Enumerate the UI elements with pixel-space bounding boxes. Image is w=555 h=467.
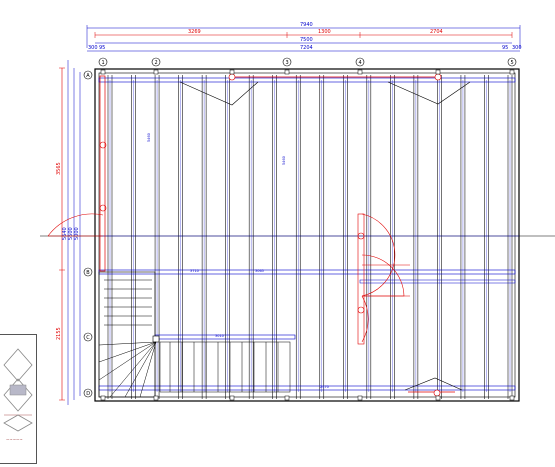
anchor-mark — [357, 69, 363, 75]
dim-left-blue-2: 5500 — [68, 227, 74, 240]
anchor-mark — [153, 69, 159, 75]
svg-text:4: 4 — [359, 60, 362, 66]
anchor-mark — [509, 69, 515, 75]
joist — [460, 75, 466, 399]
row-axis-d: D — [83, 388, 93, 398]
svg-text:A: A — [86, 73, 90, 79]
col-axis-1: 1 — [98, 57, 108, 67]
svg-text:~~~~~: ~~~~~ — [6, 437, 23, 442]
dim-inner: 7204 — [300, 45, 313, 51]
dim-left-blue-3: 5000 — [74, 227, 80, 240]
anchor-mark — [435, 69, 441, 75]
dim-left-blue-1: 5640 — [62, 227, 68, 240]
joist — [319, 75, 325, 399]
dim-right-small2: 300 — [512, 45, 522, 51]
label-beam-2: 3065 — [255, 269, 264, 273]
dim-red-1: 3269 — [188, 29, 201, 35]
label-beam-1: 3710 — [190, 269, 199, 273]
anchor-marks — [100, 69, 515, 401]
anchor-mark — [100, 69, 106, 75]
dim-left-red-2: 2155 — [56, 327, 62, 340]
joist — [272, 75, 277, 399]
row-axis-b: B — [83, 267, 93, 277]
stamp-logo: ~~~~~ — [3, 348, 33, 442]
svg-text:D: D — [86, 391, 90, 397]
dim-left-small2: 95 — [99, 45, 105, 51]
label-joist-2: 5460 — [282, 156, 286, 165]
horizontal-beams — [98, 77, 519, 391]
stair — [98, 271, 291, 398]
svg-text:1: 1 — [102, 60, 105, 66]
dim-right-small: 95 — [502, 45, 508, 51]
building-outline — [40, 68, 555, 402]
left-dimension-chains: 3565 2155 5640 5500 5000 — [56, 60, 81, 405]
dim-mid: 7500 — [300, 37, 313, 43]
dim-red-3: 2704 — [430, 29, 443, 35]
label-beam-4: 2470 — [320, 385, 329, 389]
anchor-mark — [509, 395, 515, 401]
label-beam-3: 3010 — [215, 334, 224, 338]
roof-lines — [179, 81, 471, 391]
svg-text:B: B — [86, 270, 90, 276]
joist — [225, 75, 230, 399]
dim-left-small: 300 — [88, 45, 98, 51]
svg-text:C: C — [86, 335, 90, 341]
joist — [413, 75, 419, 399]
joist — [201, 75, 207, 399]
joists — [107, 75, 513, 399]
anchor-mark — [100, 395, 106, 401]
col-axis-5: 5 — [507, 57, 517, 67]
anchor-mark — [229, 395, 235, 401]
row-axis-c: C — [83, 332, 93, 342]
joist — [107, 75, 113, 399]
col-axis-3: 3 — [282, 57, 292, 67]
axis-bubbles: 1 2 3 4 5 A B C D — [83, 57, 517, 398]
anchor-mark — [284, 395, 290, 401]
row-axis-a: A — [83, 70, 93, 80]
dim-red-2: 1300 — [318, 29, 331, 35]
joist — [484, 75, 489, 399]
anchor-mark — [229, 69, 235, 75]
col-axis-2: 2 — [151, 57, 161, 67]
anchor-mark — [284, 69, 290, 75]
svg-text:2: 2 — [155, 60, 158, 66]
joist — [295, 75, 301, 399]
anchor-mark — [357, 395, 363, 401]
joist — [343, 75, 348, 399]
joist — [248, 75, 254, 399]
label-joist-1: 5460 — [147, 133, 151, 142]
col-axis-4: 4 — [355, 57, 365, 67]
joist — [437, 75, 442, 399]
anchor-mark — [435, 395, 441, 401]
joist — [366, 75, 372, 399]
joist — [154, 75, 160, 399]
dim-total: 7940 — [300, 22, 313, 28]
joist — [507, 75, 513, 399]
svg-text:5: 5 — [511, 60, 514, 66]
red-elements — [47, 73, 455, 397]
anchor-mark — [153, 395, 159, 401]
member-labels: 5460 5460 3710 3065 3010 2470 — [147, 133, 329, 389]
svg-text:3: 3 — [286, 60, 289, 66]
dim-left-red-1: 3565 — [56, 162, 62, 175]
title-stamp: ~~~~~ — [0, 334, 37, 464]
top-dimension-chains: 7940 3269 1300 2704 7500 7204 300 95 95 … — [86, 22, 522, 52]
